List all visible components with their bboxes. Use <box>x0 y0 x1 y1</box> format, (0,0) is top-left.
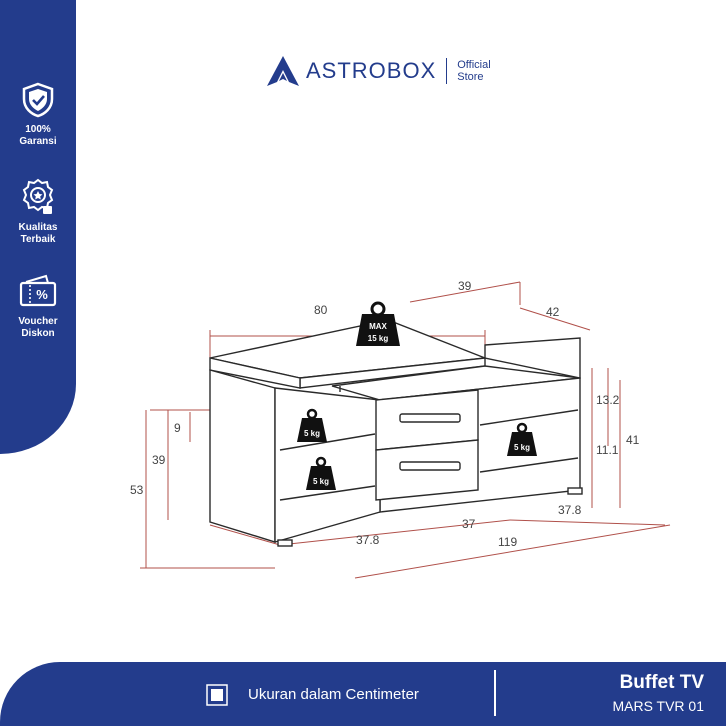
dim-right-height-2: 11.1 <box>596 443 619 457</box>
weight-shelf-1: 5 kg <box>304 429 320 438</box>
dim-bottom-total: 119 <box>498 535 517 549</box>
quality-medal-icon <box>22 178 54 214</box>
dim-bottom-right: 37.8 <box>558 503 582 517</box>
weight-top-label: MAX <box>369 322 387 331</box>
badge-warranty-label-1: 100% <box>25 124 51 135</box>
dimension-frame-icon <box>206 684 228 706</box>
footer-separator <box>494 670 496 716</box>
astrobox-logo-icon <box>267 56 299 86</box>
dim-right-total: 41 <box>626 433 640 447</box>
dimension-labels: 80 39 42 9 39 53 13.2 11.1 41 37.8 37 37… <box>130 279 640 549</box>
dim-left-height-1: 9 <box>174 421 181 435</box>
dim-bottom-middle: 37 <box>462 517 476 531</box>
brand-store-label: Official Store <box>457 59 491 83</box>
product-title: Buffet TV <box>619 672 704 693</box>
badge-warranty: 100%Garansi <box>0 82 76 148</box>
dimension-lines <box>140 281 671 579</box>
furniture-dimension-drawing: 80 39 42 9 39 53 13.2 11.1 41 37.8 37 37… <box>130 279 671 579</box>
weight-shelf-2: 5 kg <box>313 477 329 486</box>
badge-warranty-label-2: Garansi <box>19 136 57 147</box>
dim-top-width: 80 <box>314 303 328 317</box>
dim-top-depth-back: 39 <box>458 279 472 293</box>
product-model: MARS TVR 01 <box>612 698 704 714</box>
brand-name: ASTROBOX <box>306 58 437 83</box>
weight-top-value: 15 kg <box>368 334 389 343</box>
shield-check-icon <box>22 82 54 118</box>
badge-voucher-label-1: Voucher <box>18 316 58 327</box>
logo-separator <box>446 58 448 84</box>
dim-side-depth: 42 <box>546 305 560 319</box>
furniture-outline <box>209 319 583 547</box>
product-footer: Ukuran dalam Centimeter Buffet TV MARS T… <box>0 662 726 726</box>
badge-quality-label-1: Kualitas <box>18 222 58 233</box>
voucher-icon: % <box>19 274 57 307</box>
svg-text:%: % <box>36 287 48 302</box>
dim-bottom-left: 37.8 <box>356 533 380 547</box>
dim-right-height-1: 13.2 <box>596 393 620 407</box>
unit-note: Ukuran dalam Centimeter <box>248 686 419 703</box>
weight-shelf-3: 5 kg <box>514 443 530 452</box>
dim-left-height-2: 39 <box>152 453 166 467</box>
weight-shelf-left-bottom: 5 kg <box>306 456 336 490</box>
weight-top: MAX 15 kg <box>356 301 400 346</box>
weight-shelf-left-top: 5 kg <box>297 408 327 442</box>
badge-quality-label-2: Terbaik <box>20 234 56 245</box>
dim-total-height: 53 <box>130 483 144 497</box>
badge-voucher-label-2: Diskon <box>21 328 55 339</box>
brand-logo: ASTROBOX Official Store <box>266 54 517 88</box>
weight-shelf-right: 5 kg <box>507 422 537 456</box>
